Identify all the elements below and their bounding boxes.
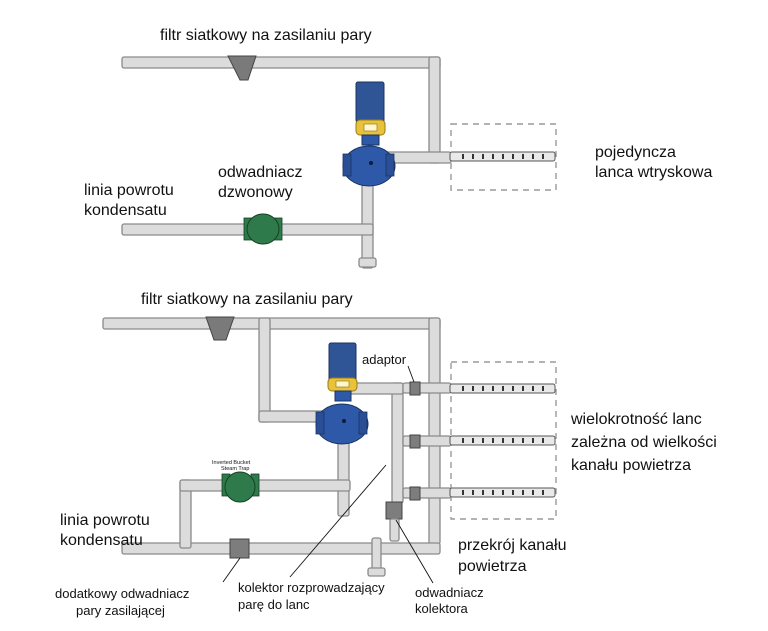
extra-steam-trap <box>229 538 250 559</box>
top-valve-actuator <box>355 81 385 123</box>
bottom-return-label-line1: linia powrotu <box>60 512 150 529</box>
bottom-strainer-label: filtr siatkowy na zasilaniu pary <box>141 291 353 308</box>
multi-lance-label-line1: wielokrotność lanc <box>571 411 702 428</box>
top-lance-feed-pipe <box>384 151 452 164</box>
bottom-return-pipe <box>121 542 441 555</box>
extra-trap-label-line1: dodatkowy odwadniacz <box>55 586 190 601</box>
adaptor-3 <box>409 486 421 501</box>
top-lance-label-line1: pojedyncza <box>595 144 676 161</box>
bottom-supply-branch <box>258 317 271 423</box>
bottom-valve-drop-pipe <box>337 439 350 517</box>
duct-label-line1: przekrój kanału <box>458 537 567 554</box>
top-valve-bonnet <box>361 134 380 146</box>
top-return-label-line2: kondensatu <box>84 202 167 219</box>
bucket-trap <box>221 471 260 503</box>
top-trap-label-line2: dzwonowy <box>218 184 293 201</box>
bottom-supply-pipe <box>102 317 441 330</box>
bottom-lances <box>449 383 556 498</box>
bucket-trap-loop-top <box>179 479 351 492</box>
bottom-system <box>102 316 557 584</box>
top-lance-nozzles <box>462 154 544 159</box>
bottom-control-valve <box>315 342 369 445</box>
bucket-trap-label-line1: Inverted Bucket <box>212 460 251 466</box>
adaptor-2 <box>409 434 421 449</box>
bucket-trap-label-line2: Steam Trap <box>221 466 250 472</box>
top-supply-riser <box>428 56 441 164</box>
top-strainer <box>227 55 257 81</box>
top-lance-label-line2: lanca wtryskowa <box>595 164 713 181</box>
top-valve-drop-cap <box>358 257 377 268</box>
top-bell-trap <box>243 213 283 245</box>
top-trap-label-line1: odwadniacz <box>218 164 303 181</box>
top-system <box>121 55 557 269</box>
adaptor-1 <box>409 381 421 396</box>
extra-trap-label-line2: pary zasilającej <box>76 603 165 618</box>
top-control-valve <box>342 81 396 187</box>
manifold-label-line1: kolektor rozprowadzający <box>238 580 385 595</box>
leader-lines <box>222 365 434 584</box>
manifold-trap <box>385 501 403 520</box>
bottom-supply-riser <box>428 317 441 545</box>
manifold-trap-label-line2: kolektora <box>415 601 468 616</box>
manifold-trap-drain <box>389 518 400 542</box>
bottom-manifold <box>391 382 404 504</box>
bottom-strainer <box>205 316 235 341</box>
duct-label-line2: powietrza <box>458 558 527 575</box>
manifold-trap-label-line1: odwadniacz <box>415 585 484 600</box>
multi-lance-label-line3: kanału powietrza <box>571 457 692 474</box>
manifold-label-line2: parę do lanc <box>238 597 310 612</box>
bottom-valve-actuator <box>328 342 357 382</box>
top-strainer-label: filtr siatkowy na zasilaniu pary <box>160 27 372 44</box>
multi-lance-label-line2: zależna od wielkości <box>571 434 717 451</box>
top-supply-pipe <box>121 56 441 69</box>
adaptor-label: adaptor <box>362 352 407 367</box>
bottom-return-label-line2: kondensatu <box>60 532 143 549</box>
top-return-label-line1: linia powrotu <box>84 182 174 199</box>
